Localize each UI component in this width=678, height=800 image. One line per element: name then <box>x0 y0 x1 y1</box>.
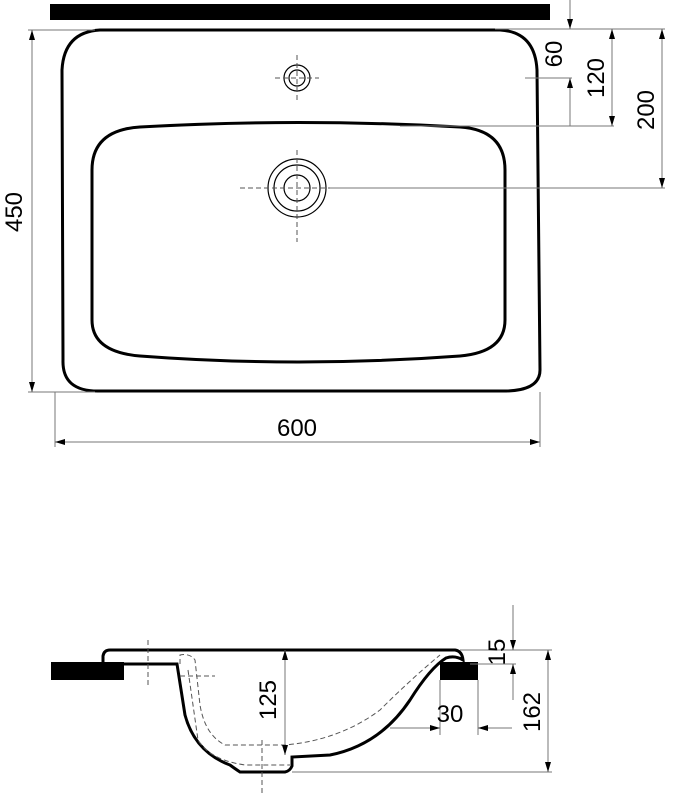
counter-right <box>440 662 478 680</box>
faucet-hole <box>275 55 319 101</box>
dim-30: 30 <box>437 701 464 728</box>
section-view: 15 125 30 162 <box>51 605 552 795</box>
dim-200: 200 <box>633 90 660 130</box>
wall-bar <box>50 4 550 20</box>
dim-15: 15 <box>484 639 511 666</box>
basin-outline <box>90 121 507 364</box>
dim-125: 125 <box>255 680 282 720</box>
dim-450: 450 <box>1 192 28 232</box>
dim-162: 162 <box>519 692 546 732</box>
counter-left <box>51 662 124 680</box>
sink-section-inner <box>179 654 441 746</box>
dim-120: 120 <box>583 58 610 98</box>
dim-60: 60 <box>541 41 568 68</box>
plan-view: 60 120 200 450 600 <box>1 0 665 447</box>
sink-section-outline <box>101 648 465 774</box>
drain-hole <box>240 150 330 242</box>
sink-outline <box>60 28 542 393</box>
dim-600: 600 <box>277 415 317 442</box>
